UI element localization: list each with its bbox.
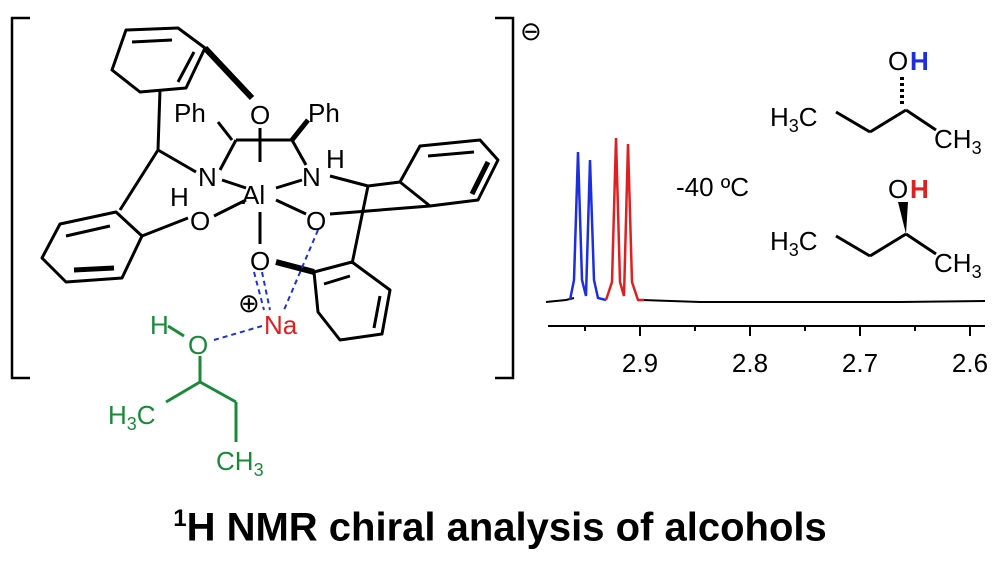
ph-left-label: Ph	[174, 98, 206, 128]
blue-doublet	[568, 151, 607, 302]
top-h3c-label: H3C	[770, 102, 818, 136]
tick-label-2.8: 2.8	[732, 348, 768, 378]
baseline-trace	[545, 297, 986, 303]
bottom-ch3-label: CH3	[934, 248, 982, 282]
o-top-label: O	[250, 100, 270, 130]
caption-text: H NMR chiral analysis of alcohols	[186, 505, 827, 550]
o-left-label: O	[190, 206, 210, 236]
bottom-structure-bonds	[835, 232, 937, 258]
charge-plus-label: ⊕	[238, 288, 260, 318]
alcohol-h-label: H	[150, 310, 169, 340]
left-bracket	[10, 16, 30, 380]
alcohol-ch3-label: CH3	[216, 446, 264, 480]
temperature-label: -40 ºC	[676, 172, 749, 202]
top-o-label: O	[888, 46, 908, 76]
charge-minus-label: ⊖	[520, 16, 542, 46]
top-structure-bonds	[835, 74, 937, 134]
h-left-label: H	[170, 182, 189, 212]
alcohol-o-label: O	[188, 330, 208, 360]
red-doublet	[604, 137, 644, 302]
o-bottom-label: O	[250, 246, 270, 276]
alcohol-bonds	[165, 324, 238, 442]
coordination-dashes	[213, 229, 319, 341]
tick-label-2.9: 2.9	[622, 348, 658, 378]
top-h-label: H	[910, 46, 929, 76]
n-right-label: N	[302, 162, 321, 192]
tick-label-2.7: 2.7	[842, 348, 878, 378]
na-label: Na	[264, 310, 298, 340]
figure-canvas: ⊖	[10, 16, 988, 480]
n-left-label: N	[198, 162, 217, 192]
ph-right-label: Ph	[308, 98, 340, 128]
tick-label-2.6: 2.6	[952, 348, 988, 378]
bottom-h-label: H	[910, 174, 929, 204]
caption-superscript: 1	[173, 505, 187, 532]
alcohol-h3c-label: H3C	[108, 400, 156, 434]
o-right-label: O	[306, 206, 326, 236]
axis-ticks	[584, 326, 971, 336]
complex-bonds	[40, 26, 500, 342]
bottom-h3c-label: H3C	[770, 226, 818, 260]
al-label: Al	[242, 180, 265, 210]
nmr-spectrum: 2.9 2.8 2.7 2.6 -40 ºC	[545, 137, 988, 378]
bottom-wedge-bond	[898, 202, 908, 234]
top-ch3-label: CH3	[934, 124, 982, 158]
h-right-label: H	[326, 144, 345, 174]
figure-caption: 1H NMR chiral analysis of alcohols	[0, 505, 1000, 550]
bottom-o-label: O	[888, 174, 908, 204]
right-bracket	[495, 16, 515, 380]
